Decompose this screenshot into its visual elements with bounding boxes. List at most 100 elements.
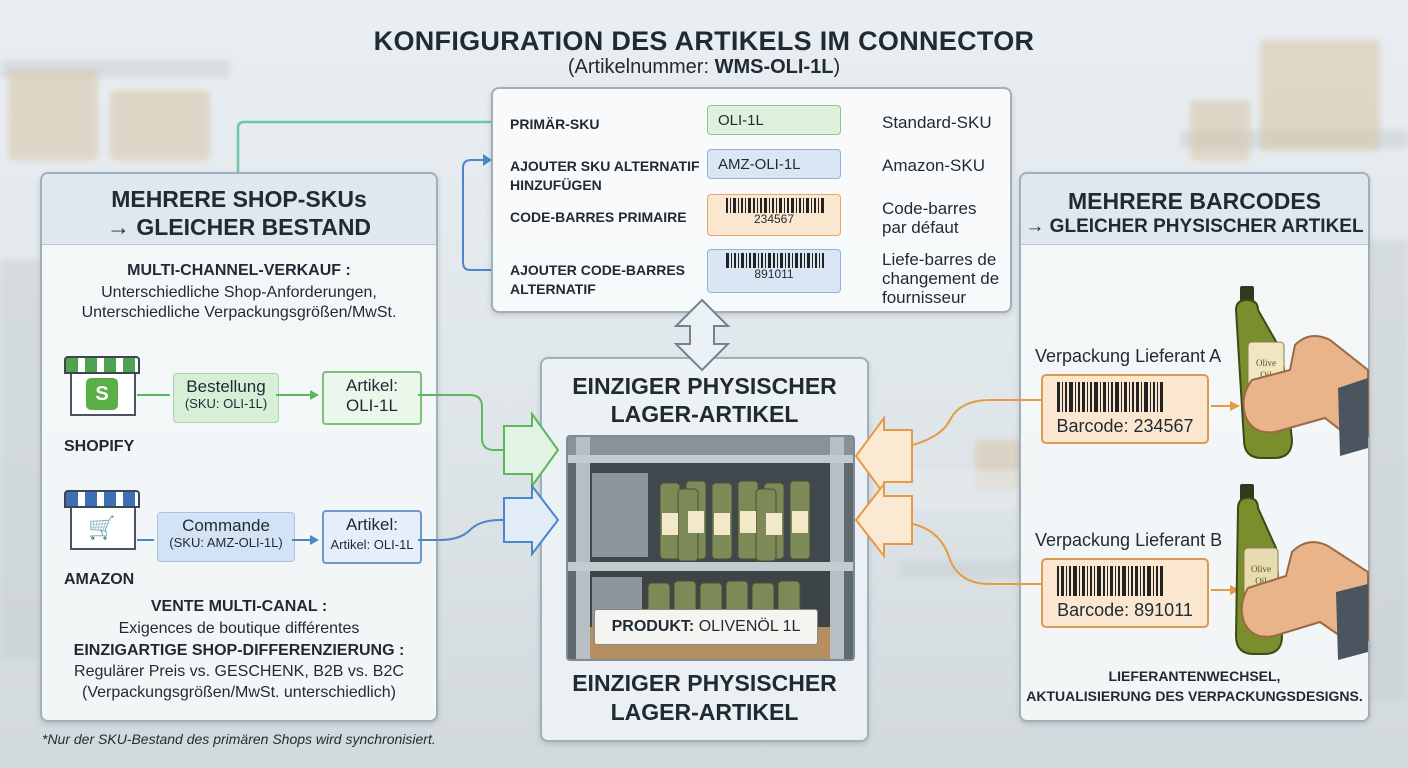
amazon-order-sku: (SKU: AMZ-OLI-1L) [169, 535, 283, 550]
shopping-cart-icon: 🛒 [88, 515, 116, 540]
amazon-article-chip: Artikel: Artikel: OLI-1L [322, 510, 422, 564]
primary-sku-desc: Standard-SKU [882, 113, 992, 132]
differentiation-line2: (Verpackungsgrößen/MwSt. unterschiedlich… [82, 684, 396, 701]
config-label-primary-barcode: CODE-BARRES PRIMAIRE [510, 209, 687, 225]
amazon-line-3 [418, 519, 520, 541]
sleeve-a [1338, 378, 1368, 456]
center-footer-line2: LAGER-ARTIKEL [610, 699, 799, 725]
supplier-b-label: Verpackung Lieferant B [1035, 530, 1223, 550]
right-footer-line1: LIEFERANTENWECHSEL, [1108, 668, 1281, 684]
barcode-icon [1057, 566, 1163, 596]
config-label-alt-sku: AJOUTER SKU ALTERNATIF HINZUFÜGEN [510, 158, 700, 193]
amazon-label: AMAZON [64, 571, 135, 588]
diagram-subtitle: (Artikelnummer: WMS-OLI-1L) [0, 56, 1408, 79]
subtitle-prefix: (Artikelnummer: [567, 56, 715, 78]
primary-sku-field: OLI-1L [707, 105, 841, 135]
multi-shop-sku-panel: MEHRERE SHOP-SKUs → GLEICHER BESTAND MUL… [40, 172, 438, 722]
primary-sku-value: OLI-1L [718, 112, 764, 129]
left-heading-line2: → GLEICHER BESTAND [106, 214, 372, 240]
supplier-b-small-arrowhead [1230, 585, 1240, 595]
hand-icon [1240, 541, 1369, 641]
shopify-label: SHOPIFY [64, 438, 135, 455]
multichannel-line2: Unterschiedliche Verpackungsgrößen/MwSt. [81, 304, 397, 321]
multichannel-line1: Unterschiedliche Shop-Anforderungen, [101, 284, 377, 301]
diagram-title: KONFIGURATION DES ARTIKELS IM CONNECTOR [373, 26, 1035, 56]
config-label-primary-sku: PRIMÄR-SKU [510, 116, 600, 132]
multi-barcode-panel: MEHRERE BARCODES → GLEICHER PHYSISCHER A… [1019, 172, 1370, 722]
product-name: OLIVENÖL 1L [698, 618, 801, 635]
sleeve-b [1336, 584, 1368, 660]
footnote: *Nur der SKU-Bestand des primären Shops … [42, 731, 436, 747]
supplier-a-label: Verpackung Lieferant A [1035, 346, 1222, 366]
supplier-a-barcode: Barcode: 234567 [1056, 416, 1194, 436]
left-panel-header: MEHRERE SHOP-SKUs → GLEICHER BESTAND [42, 174, 436, 245]
config-label-alt-barcode: AJOUTER CODE-BARRES ALTERNATIF [510, 262, 686, 297]
vente-text: Exigences de boutique différentes [118, 620, 360, 637]
barcode-icon [726, 198, 824, 213]
single-physical-item-panel: EINZIGER PHYSISCHER LAGER-ARTIKEL [540, 357, 869, 742]
vente-heading: VENTE MULTI-CANAL : [150, 598, 328, 615]
amazon-article-value: Artikel: OLI-1L [330, 537, 414, 552]
bidirectional-arrow [673, 298, 731, 372]
alt-sku-field: AMZ-OLI-1L [707, 149, 841, 179]
shopify-arrowhead-1 [310, 390, 319, 400]
amazon-big-arrow [503, 483, 560, 557]
shopify-line-3 [418, 394, 520, 451]
hand-icon [1242, 335, 1369, 437]
product-label: PRODUKT: OLIVENÖL 1L [594, 609, 818, 645]
right-footer-line2: AKTUALISIERUNG DES VERPACKUNGSDESIGNS. [1026, 688, 1363, 704]
amazon-arrowhead-1 [310, 535, 319, 545]
center-heading-line1: EINZIGER PHYSISCHER [572, 373, 837, 399]
right-heading-line2: → GLEICHER PHYSISCHER ARTIKEL [1025, 216, 1364, 237]
shopify-store-icon: S [64, 356, 140, 416]
alternate-link [462, 159, 493, 271]
supplier-a-barcode-card: Barcode: 234567 [1041, 374, 1209, 444]
svg-text:Olive: Olive [1251, 564, 1271, 574]
alternate-link-arrowhead [483, 154, 492, 166]
alt-barcode-number: 891011 [754, 267, 794, 281]
amazon-order-title: Commande [182, 516, 270, 535]
alt-barcode-desc: Liefe-barres de changement de fournisseu… [882, 250, 1000, 307]
alt-sku-desc: Amazon-SKU [882, 156, 985, 175]
shopify-order-sku: (SKU: OLI-1L) [184, 396, 268, 411]
shopify-big-arrow [503, 410, 560, 490]
supplier-b-barcode: Barcode: 891011 [1057, 600, 1193, 620]
amazon-order-chip: Commande (SKU: AMZ-OLI-1L) [157, 512, 295, 562]
barcode-icon [1057, 382, 1163, 412]
supplier-b-barcode-card: Barcode: 891011 [1041, 558, 1209, 628]
right-heading-line1: MEHRERE BARCODES [1067, 188, 1322, 214]
primary-barcode-desc: Code-barres par défaut [882, 199, 977, 237]
differentiation-line1: Regulärer Preis vs. GESCHENK, B2B vs. B2… [74, 663, 404, 680]
primary-barcode-number: 234567 [753, 212, 795, 226]
primary-sku-link [236, 120, 494, 172]
barcode-icon [726, 253, 824, 268]
multichannel-heading: MULTI-CHANNEL-VERKAUF : [127, 262, 351, 279]
supplier-a-small-arrowhead [1230, 401, 1240, 411]
shopify-article-value: OLI-1L [346, 396, 398, 415]
center-footer-line1: EINZIGER PHYSISCHER [572, 670, 837, 696]
article-number: WMS-OLI-1L [714, 56, 834, 78]
alt-sku-value: AMZ-OLI-1L [718, 156, 801, 173]
left-heading-line1: MEHRERE SHOP-SKUs [111, 186, 367, 212]
shopify-order-chip: Bestellung (SKU: OLI-1L) [173, 373, 279, 423]
supplier-a-big-arrow [854, 414, 913, 498]
product-label-prefix: PRODUKT: [611, 618, 695, 635]
shopify-article-title: Artikel: [346, 376, 398, 395]
svg-text:Oil: Oil [1255, 576, 1267, 586]
svg-text:Olive: Olive [1256, 358, 1276, 368]
alt-barcode-field: 891011 [707, 249, 841, 293]
connector-config-panel: PRIMÄR-SKU OLI-1L Standard-SKU AJOUTER S… [491, 87, 1012, 313]
primary-barcode-field: 234567 [707, 194, 841, 236]
amazon-store-icon: 🛒 [64, 490, 140, 550]
shopify-order-title: Bestellung [186, 377, 266, 396]
supplier-a-line [899, 399, 1042, 449]
right-panel-header: MEHRERE BARCODES → GLEICHER PHYSISCHER A… [1021, 174, 1368, 245]
differentiation-heading: EINZIGARTIGE SHOP-DIFFERENZIERUNG : [73, 642, 405, 659]
subtitle-suffix: ) [833, 56, 841, 78]
supplier-b-big-arrow [854, 481, 913, 559]
shopify-article-chip: Artikel: OLI-1L [322, 371, 422, 425]
supplier-b-line [899, 521, 1042, 585]
center-heading-line2: LAGER-ARTIKEL [610, 401, 799, 427]
